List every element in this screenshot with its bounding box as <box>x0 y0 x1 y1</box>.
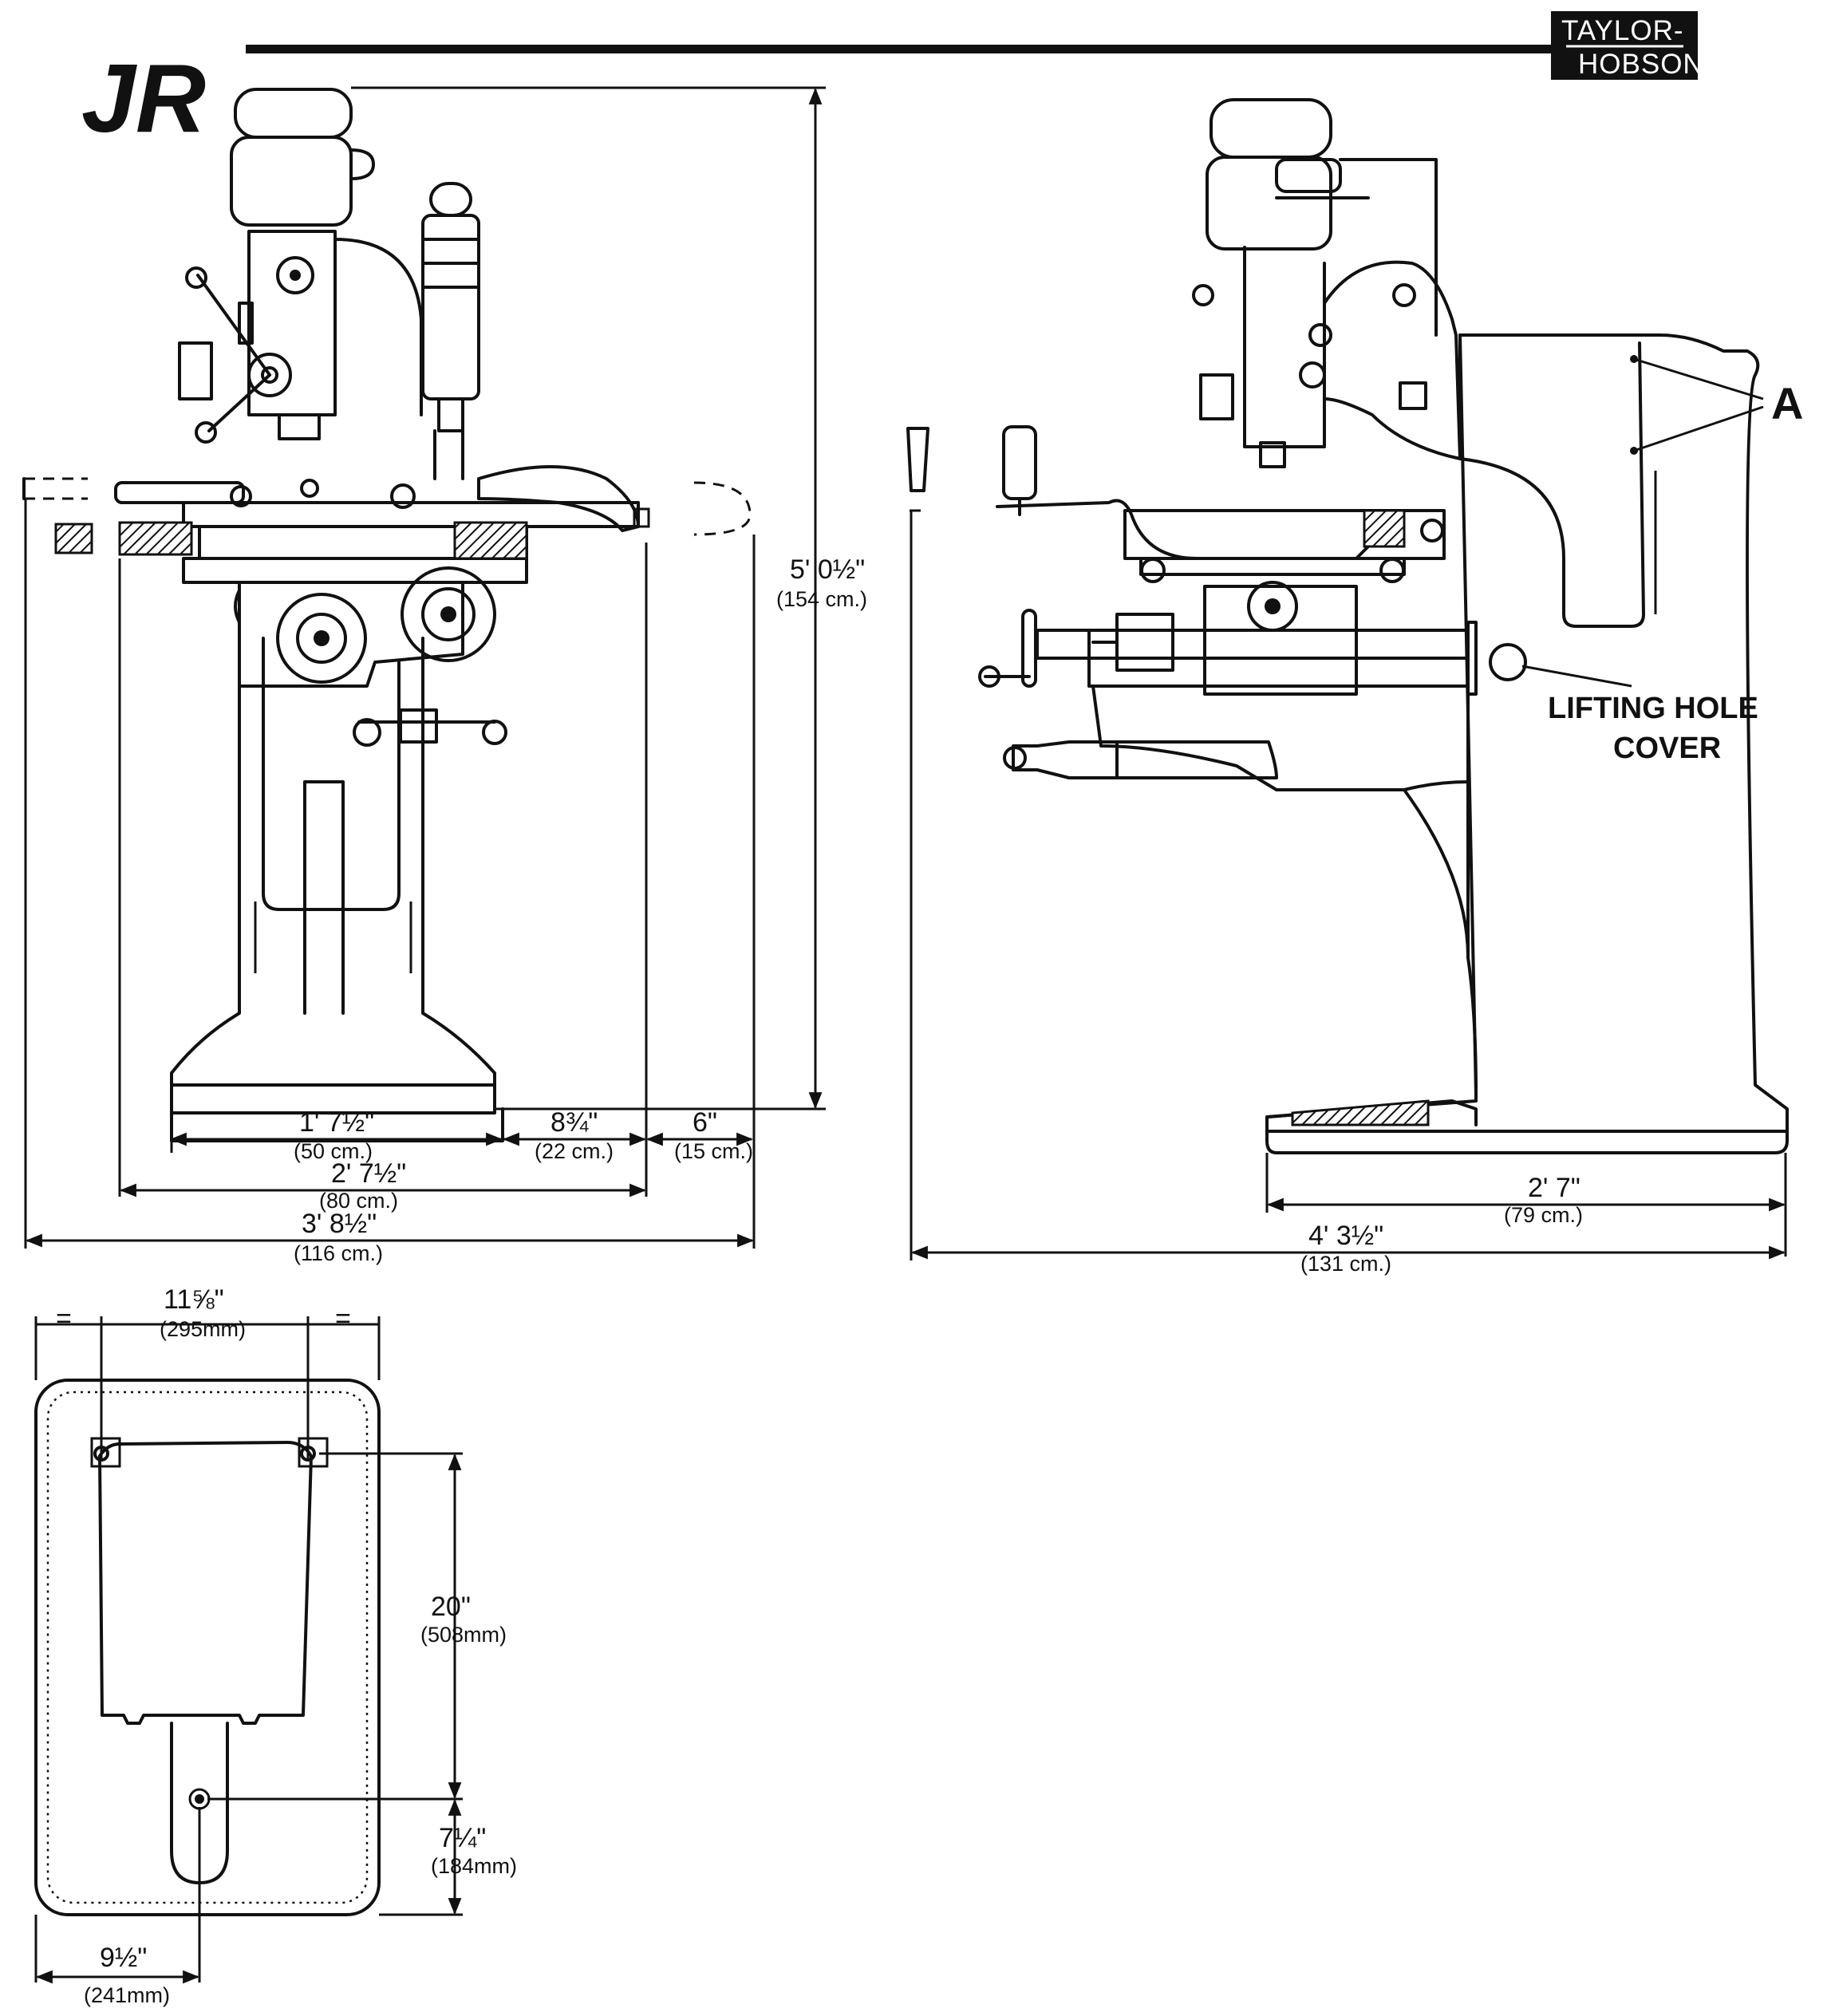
height-metric: (154 cm.) <box>776 587 867 611</box>
lifting-hole-callout: LIFTING HOLE COVER <box>1521 665 1758 765</box>
lifting-hole-label-1: LIFTING HOLE <box>1548 692 1758 725</box>
milling-head <box>178 230 423 444</box>
table-width-metric: (80 cm.) <box>319 1189 398 1213</box>
height-imperial: 5' 0½" <box>790 554 865 585</box>
quill-column <box>421 182 480 480</box>
front-view: 5' 0½" (154 cm.) 1' 7½" (50 cm.) 8¾" (22… <box>22 86 867 1265</box>
overall-depth-metric: (131 cm.) <box>1300 1252 1391 1276</box>
rear-depth-metric: (184mm) <box>431 1854 517 1878</box>
front-dimensions: 5' 0½" (154 cm.) 1' 7½" (50 cm.) 8¾" (22… <box>24 86 867 1265</box>
column-footprint <box>98 1441 313 1725</box>
side-knee <box>1087 581 1527 791</box>
bolt-depth-imperial: 20" <box>431 1592 471 1622</box>
logo-line-1: TAYLOR- <box>1561 15 1684 46</box>
rear-depth-imperial: 7¼" <box>439 1823 486 1853</box>
motor <box>230 88 375 227</box>
side-dimensions: 2' 7" (79 cm.) 4' 3½" (131 cm.) <box>910 511 1787 1276</box>
side-motor <box>1206 98 1370 251</box>
rear-offset-metric: (241mm) <box>84 1983 170 2007</box>
overhang-1-imperial: 8¾" <box>550 1107 598 1138</box>
overall-width-metric: (116 cm.) <box>294 1241 383 1265</box>
overhang-2-metric: (15 cm.) <box>674 1139 753 1163</box>
knee <box>238 566 507 747</box>
header: JR TAYLOR- HOBSON <box>81 11 1704 152</box>
equal-mark-left: = <box>56 1304 72 1334</box>
title-rule <box>246 45 1554 53</box>
side-head <box>1192 246 1462 468</box>
taylor-hobson-logo: TAYLOR- HOBSON <box>1551 11 1704 80</box>
overhang-1-metric: (22 cm.) <box>535 1139 614 1163</box>
base-width-imperial: 1' 7½" <box>299 1107 374 1138</box>
base-width-metric: (50 cm.) <box>294 1139 373 1163</box>
base-inner-dotted <box>46 1391 369 1904</box>
overhang-2-imperial: 6" <box>693 1107 717 1138</box>
plan-dimensions: = = 11⅝" (295mm) 20" (508mm) 7¼" (184mm)… <box>34 1284 517 2007</box>
base-depth-metric: (79 cm.) <box>1504 1203 1583 1227</box>
base-depth-imperial: 2' 7" <box>1528 1173 1580 1203</box>
logo-line-2: HOBSON <box>1578 49 1704 80</box>
bolt-spacing-imperial: 11⅝" <box>164 1284 224 1315</box>
front-body <box>170 589 504 1142</box>
base-outline <box>34 1379 381 1916</box>
side-ghost-handle <box>906 427 929 512</box>
side-column <box>1265 158 1789 1154</box>
plan-view: = = 11⅝" (295mm) 20" (508mm) 7¼" (184mm)… <box>34 1284 517 2007</box>
equal-mark-right: = <box>335 1304 351 1334</box>
overall-depth-imperial: 4' 3½" <box>1308 1221 1383 1251</box>
overall-width-imperial: 3' 8½" <box>302 1209 377 1239</box>
page-title: JR <box>81 44 206 152</box>
rear-offset-imperial: 9½" <box>100 1943 147 1973</box>
side-handwheels <box>978 609 1278 779</box>
table-width-imperial: 2' 7½" <box>331 1158 406 1189</box>
side-base <box>1265 1099 1789 1133</box>
lifting-hole-label-2: COVER <box>1613 732 1721 765</box>
side-table <box>996 425 1446 583</box>
bolt-depth-metric: (508mm) <box>420 1623 507 1647</box>
label-a: A <box>1771 378 1803 428</box>
work-table <box>22 477 752 584</box>
side-view: A LIFTING HOLE COVER 2' 7" (79 cm.) 4' 3… <box>906 98 1803 1276</box>
annotation-a: A <box>1630 355 1803 455</box>
bolt-spacing-metric: (295mm) <box>160 1317 246 1341</box>
